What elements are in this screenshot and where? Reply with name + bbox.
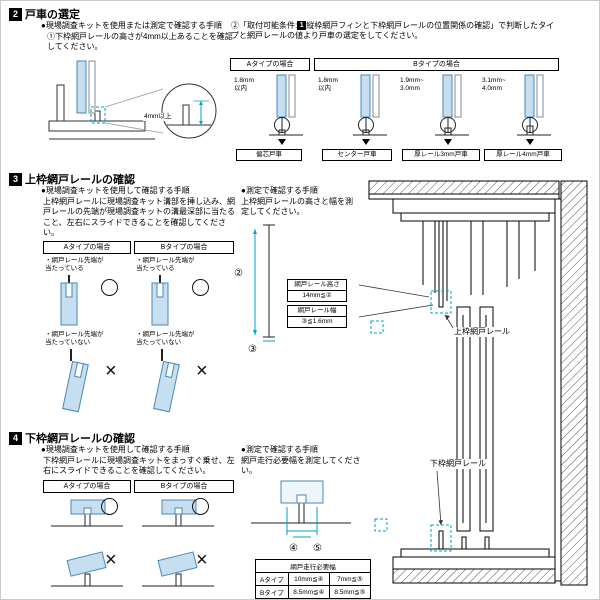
s4-measure-desc: 網戸走行必要幅を測定してください。 <box>241 456 361 476</box>
table-row: Bタイプ 8.5mm≦④ 8.5mm≦⑤ <box>255 585 372 599</box>
section-2-header: 2 戸車の選定 <box>9 6 80 22</box>
ok-circle-icon <box>101 279 118 296</box>
rail-height-label: 網戸レール高さ <box>287 279 347 291</box>
s4-ok-diagram-b <box>142 499 214 527</box>
s2-sill-diagram <box>48 60 217 140</box>
s3-type-b-header: Bタイプの場合 <box>134 241 234 254</box>
ok-circle-icon <box>192 279 209 296</box>
lower-rail-callout: 下枠網戸レール <box>429 459 487 470</box>
measure-mark-5: ⑤ <box>313 543 322 554</box>
s3-ok-diagram-b <box>151 275 169 326</box>
s4-kit-procedure-bullet: ●現場調査キットを使用して確認する手順 <box>41 445 190 454</box>
s3-kit-procedure-desc: 上枠網戸レールに現場調査キット溝部を挿し込み、網戸レールの先端が現場調査キットの… <box>43 197 235 238</box>
roller-name-box: 偏芯戸車 <box>236 149 302 161</box>
s2-ref-1-badge: 1 <box>297 21 307 30</box>
measure-mark-2: ② <box>234 268 243 279</box>
roller-name-box: センター戸車 <box>322 149 392 161</box>
roller-dim-label: 3.1mm~ 4.0mm <box>482 77 506 93</box>
s2-type-a-header: Aタイプの場合 <box>230 58 310 71</box>
travel-width-table: 網戸走行必要幅 Aタイプ 10mm≦④ 7mm≦⑤ Bタイプ 8.5mm≦④ 8… <box>255 559 372 599</box>
roller-name-box: 厚レール3mm戸車 <box>402 149 480 161</box>
s2-procedure-bullet: ●現場調査キットを使用または測定で確認する手順 <box>41 21 222 30</box>
ng-cross-icon: × <box>105 360 117 382</box>
screen-panel <box>76 60 87 114</box>
measure-mark-3: ③ <box>248 344 257 355</box>
section-4-header: 4 下枠網戸レールの確認 <box>9 430 135 446</box>
rail-height-spec: 網戸レール高さ 14mm≦② <box>287 279 347 302</box>
s4-type-a-header: Aタイプの場合 <box>43 480 131 493</box>
s3-ng-note-b: ・網戸レール先端が 当たっていない <box>136 331 195 347</box>
ng-cross-icon: × <box>196 549 208 571</box>
row-v1: 8.5mm≦④ <box>287 585 330 599</box>
rail-width-label: 網戸レール幅 <box>287 305 347 317</box>
row-v2: 7mm≦⑤ <box>328 572 372 586</box>
measure-mark-4: ④ <box>289 543 298 554</box>
roller-dim-label: 1.9mm~ 3.0mm <box>400 77 424 93</box>
s3-measure-bullet: ●測定で確認する手順 <box>241 186 318 195</box>
s2-type-b-header: Bタイプの場合 <box>314 58 559 71</box>
roller-dim-label: 1.8mm 以内 <box>318 77 338 93</box>
roller-name-box: 厚レール4mm戸車 <box>484 149 562 161</box>
table-title: 網戸走行必要幅 <box>255 559 371 573</box>
ng-cross-icon: × <box>105 549 117 571</box>
row-type: Bタイプ <box>255 585 289 599</box>
s3-ng-diagram-b <box>153 349 180 413</box>
magnifier-detail <box>161 83 217 139</box>
rail-highlight-boxes <box>370 290 452 552</box>
rail-height-value: 14mm≦② <box>287 291 347 302</box>
s2-4mm-dim-label: 4mm以上 <box>143 113 173 122</box>
wall-hatching <box>368 180 588 586</box>
s4-measure-bullet: ●測定で確認する手順 <box>241 445 318 454</box>
s2-step-1: ①下枠網戸レールの高さが4mm以上あることを確認してください。 <box>47 32 233 52</box>
sash-sections <box>456 306 494 532</box>
s3-ok-note-b: ・網戸レール先端が 当たっている <box>136 257 195 273</box>
s4-kit-procedure-desc: 下枠網戸レールに現場調査キットをまっすぐ乗せ、左右にスライドできることを確認して… <box>43 456 235 476</box>
sill-profile <box>48 84 155 140</box>
roller-diagram-thick3 <box>435 74 469 145</box>
upper-frame-section <box>392 198 556 308</box>
row-v2: 8.5mm≦⑤ <box>328 585 372 599</box>
upper-rail-callout: 上枠網戸レール <box>453 327 511 338</box>
s3-ng-diagram-a <box>62 349 89 413</box>
s3-ok-note-a: ・網戸レール先端が 当たっている <box>45 257 104 273</box>
rail-width-value: ③≦1.6mm <box>287 317 347 328</box>
section-2-title: 戸車の選定 <box>25 9 80 21</box>
s3-type-a-header: Aタイプの場合 <box>43 241 131 254</box>
ng-cross-icon: × <box>196 360 208 382</box>
sash-panel <box>88 60 96 114</box>
ok-circle-icon <box>101 498 118 515</box>
s4-type-b-header: Bタイプの場合 <box>134 480 234 493</box>
rail-width-spec: 網戸レール幅 ③≦1.6mm <box>287 305 347 328</box>
lower-frame-section <box>392 530 556 570</box>
wall-cross-section-diagram <box>359 180 588 586</box>
row-v1: 10mm≦④ <box>287 572 330 586</box>
s4-ok-diagram-a <box>51 499 123 527</box>
s4-ng-diagram-a <box>51 551 123 587</box>
roller-dim-label: 1.8mm 以内 <box>234 77 254 93</box>
section-3-number-badge: 3 <box>9 172 22 186</box>
roller-diagram-center <box>353 74 387 145</box>
s3-ok-diagram-a <box>60 275 78 326</box>
s2-step-2-pre: ②「取付可能条件: <box>231 21 298 30</box>
s2-step-2-post: 縦枠網戸フィンと下枠網戸レールの位置関係の確認」で判断したタイプと網戸レールの値… <box>231 21 555 41</box>
section-3-title: 上枠網戸レールの確認 <box>25 174 135 186</box>
section-2-number-badge: 2 <box>9 7 22 21</box>
row-type: Aタイプ <box>255 572 289 586</box>
s4-ng-diagram-b <box>142 551 214 587</box>
s3-gauge-diagram <box>253 224 275 342</box>
section-3-header: 3 上枠網戸レールの確認 <box>9 171 135 187</box>
leader-lines <box>359 284 456 526</box>
s3-ng-note-a: ・網戸レール先端が 当たっていない <box>45 331 104 347</box>
table-row: Aタイプ 10mm≦④ 7mm≦⑤ <box>255 572 372 586</box>
s4-sill-gauge-diagram <box>251 480 351 538</box>
roller-diagram-thick4 <box>517 74 551 145</box>
s3-kit-procedure-bullet: ●現場調査キットを使用して確認する手順 <box>41 186 190 195</box>
section-4-number-badge: 4 <box>9 431 22 445</box>
section-4-title: 下枠網戸レールの確認 <box>25 433 135 445</box>
ok-circle-icon <box>192 498 209 515</box>
roller-diagram-a <box>269 74 303 145</box>
s3-measure-desc: 上枠網戸レールの高さと幅を測定してください。 <box>241 197 353 217</box>
zoom-source-box <box>90 106 106 124</box>
